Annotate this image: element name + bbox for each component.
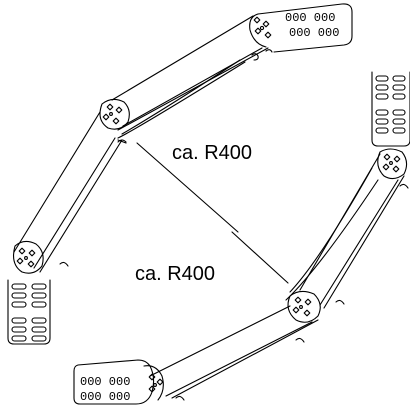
tray-segment-right [299, 153, 405, 309]
radius-label-lower: ca. R400 [135, 263, 216, 285]
slot-label: 000 000 [80, 375, 130, 389]
end-plate-bottom [73, 359, 185, 405]
slot-grid [375, 75, 406, 134]
tray-segment-lower [13, 111, 127, 273]
slot-label: 000 000 [289, 26, 339, 40]
joint-plate-upper [99, 98, 130, 143]
slot-label: 000 000 [285, 11, 335, 25]
end-plate-top-right [249, 3, 353, 53]
slot-label: 000 000 [80, 390, 130, 404]
end-plate-right [371, 71, 410, 189]
radius-label-upper: ca. R400 [172, 142, 253, 164]
joint-plate-lower [287, 290, 345, 323]
slot-grid [11, 283, 47, 342]
lower-bend: 000 000 000 000 [73, 71, 410, 405]
tray-segment-upper [111, 15, 273, 131]
end-plate-bottom-left [7, 240, 69, 345]
radius-leader-upper [136, 142, 239, 233]
tray-segment-bottom [149, 305, 319, 399]
radius-leader-lower [231, 231, 289, 284]
upper-bend: 000 000 000 000 [7, 3, 353, 345]
